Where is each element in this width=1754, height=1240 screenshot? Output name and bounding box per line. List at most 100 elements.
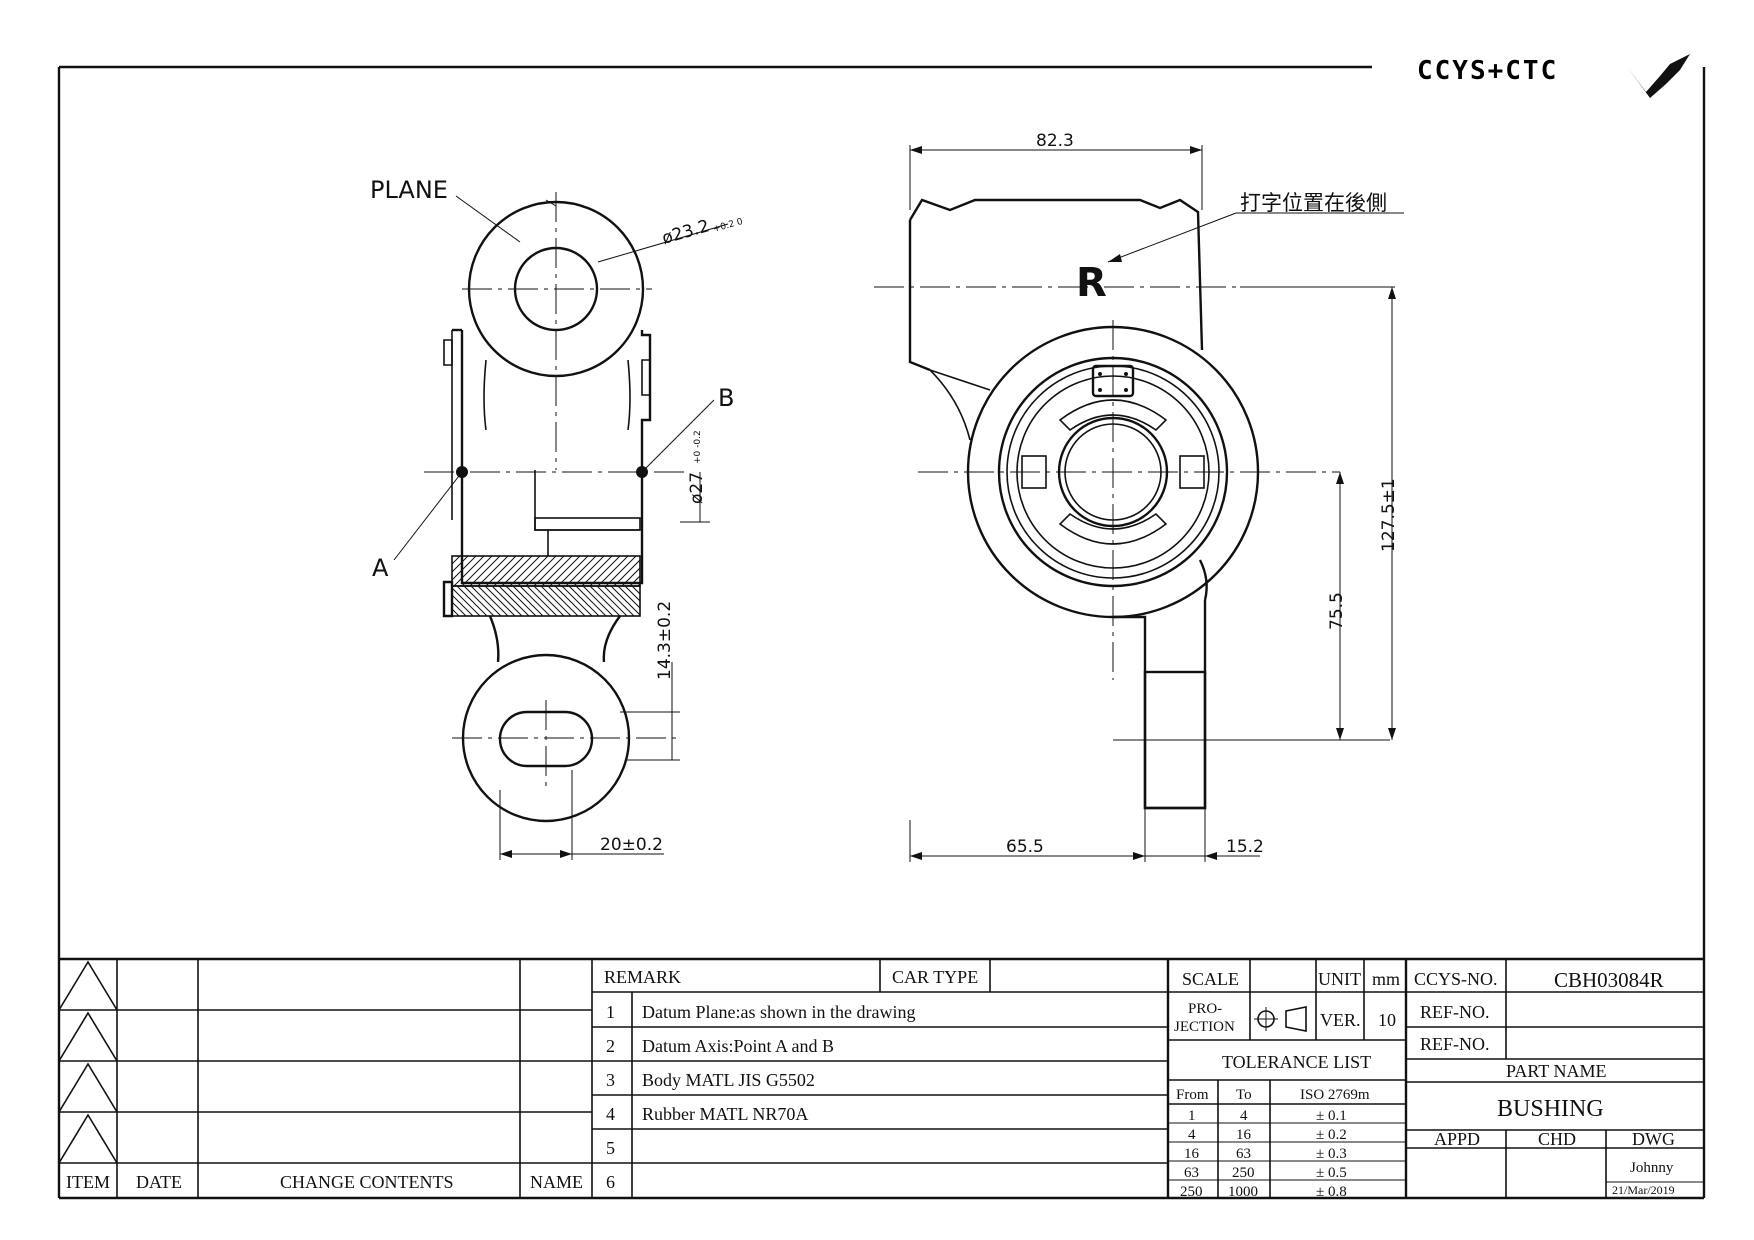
tol-val-4: ± 0.5 [1316,1165,1347,1181]
hatch-line [589,555,621,587]
dim-width: 20±0.2 [600,835,663,855]
remark-text-3: Body MATL JIS G5502 [642,1070,815,1090]
hatch-line [498,585,530,617]
hatch-line [573,555,605,587]
note-stamp-position: 打字位置在後側 [1240,191,1387,215]
hatch-line [519,585,551,617]
hatch-line [493,555,525,587]
scale-label: SCALE [1182,969,1239,989]
tol-from-3: 16 [1184,1146,1200,1162]
drawing-date: 21/Mar/2019 [1612,1183,1675,1197]
tol-header-from: From [1176,1087,1209,1103]
hatch-line [509,555,541,587]
hatch-line [596,585,628,617]
hatch-line [485,555,517,587]
hatch-line [512,585,544,617]
hatch-line [463,585,495,617]
ver-label: VER. [1320,1010,1361,1030]
hatch-line [565,555,597,587]
hatch-line [453,555,485,587]
hatch-line [610,585,641,616]
hatch-line [451,587,481,617]
hatch-line [525,555,557,587]
drawn-by: Johnny [1630,1160,1674,1176]
hatch-line [581,555,613,587]
hatch-line [456,585,488,617]
dim-top: 82.3 [1036,131,1074,151]
unit-label: UNIT [1318,969,1361,989]
hatch-line [547,585,579,617]
hatch-line [629,575,641,587]
hatch-line [540,585,572,617]
hatch-line [451,555,461,565]
tolerance-title: TOLERANCE LIST [1222,1052,1371,1072]
hatch-line [631,585,641,595]
part-name-label: PART NAME [1506,1061,1606,1081]
ccys-ctc-logo-icon [1628,54,1690,98]
remark-no-1: 1 [606,1002,615,1022]
hatch-band-1 [451,555,641,587]
remark-no-5: 5 [606,1138,615,1158]
third-angle-projection-icon [1254,1006,1307,1032]
ref-no-label-1: REF-NO. [1420,1002,1490,1022]
dim-bottom-right: 15.2 [1226,837,1264,857]
chd-label: CHD [1538,1129,1576,1149]
tol-val-2: ± 0.2 [1316,1127,1347,1143]
hatch-line [597,555,629,587]
hatch-line [561,585,593,617]
rev-header-item: ITEM [66,1172,110,1192]
hatch-line [501,555,533,587]
rev-header-change: CHANGE CONTENTS [280,1172,454,1192]
hatch-line [621,567,641,587]
tol-to-4: 250 [1232,1165,1255,1181]
hatch-line [469,555,501,587]
hatch-line [549,555,581,587]
hatch-line [541,555,573,587]
dim-bore: ø27 [687,472,707,504]
car-type-label: CAR TYPE [892,967,978,987]
remark-header: REMARK [604,967,681,987]
hatch-line [477,555,509,587]
remark-no-4: 4 [606,1104,615,1124]
appd-label: APPD [1434,1129,1480,1149]
dim-total-height: 127.5±1 [1379,478,1399,552]
hatch-line [638,585,641,588]
tol-val-5: ± 0.8 [1316,1184,1347,1200]
brand-header: CCYS+CTC [1417,54,1690,98]
mark-r: R [1076,260,1107,306]
hatch-line [557,555,589,587]
hatch-line [613,559,641,587]
tol-to-1: 4 [1240,1108,1248,1124]
rev-header-date: DATE [136,1172,182,1192]
hatch-line [505,585,537,617]
part-name-value: BUSHING [1497,1096,1604,1122]
rev-header-name: NAME [530,1172,583,1192]
hatch-line [589,585,621,617]
dim-bottom-left: 65.5 [1006,837,1044,857]
tol-to-5: 1000 [1228,1184,1258,1200]
remarks-table: REMARK CAR TYPE 1 Datum Plane:as shown i… [592,959,1168,1198]
ver-value: 10 [1378,1010,1396,1030]
tol-from-2: 4 [1188,1127,1196,1143]
dim-eye: 14.3±0.2 [655,601,675,680]
dim-bore-tol: +0 -0.2 [693,430,703,464]
remark-no-6: 6 [606,1172,615,1192]
tol-to-2: 16 [1236,1127,1252,1143]
hatch-line [491,585,523,617]
label-a: A [372,554,389,582]
hatch-band-2 [451,585,641,617]
hatch-line [603,585,635,617]
dwg-label: DWG [1632,1129,1675,1149]
hatch-line [554,585,586,617]
tol-to-3: 63 [1236,1146,1251,1162]
hatch-line [575,585,607,617]
hatch-line [605,555,637,587]
spec-block: SCALE UNIT mm PRO- JECTION VER. 10 TOLER… [1166,959,1406,1200]
tol-header-iso: ISO 2769m [1300,1087,1370,1103]
remark-text-4: Rubber MATL NR70A [642,1104,808,1124]
revision-table: ITEM DATE CHANGE CONTENTS NAME [58,959,593,1198]
hatch-line [617,585,641,609]
hatch-line [624,585,641,602]
left-view: PLANE A B ø23.2 +0.2 0 ø27 +0 -0.2 14.3±… [370,176,744,860]
